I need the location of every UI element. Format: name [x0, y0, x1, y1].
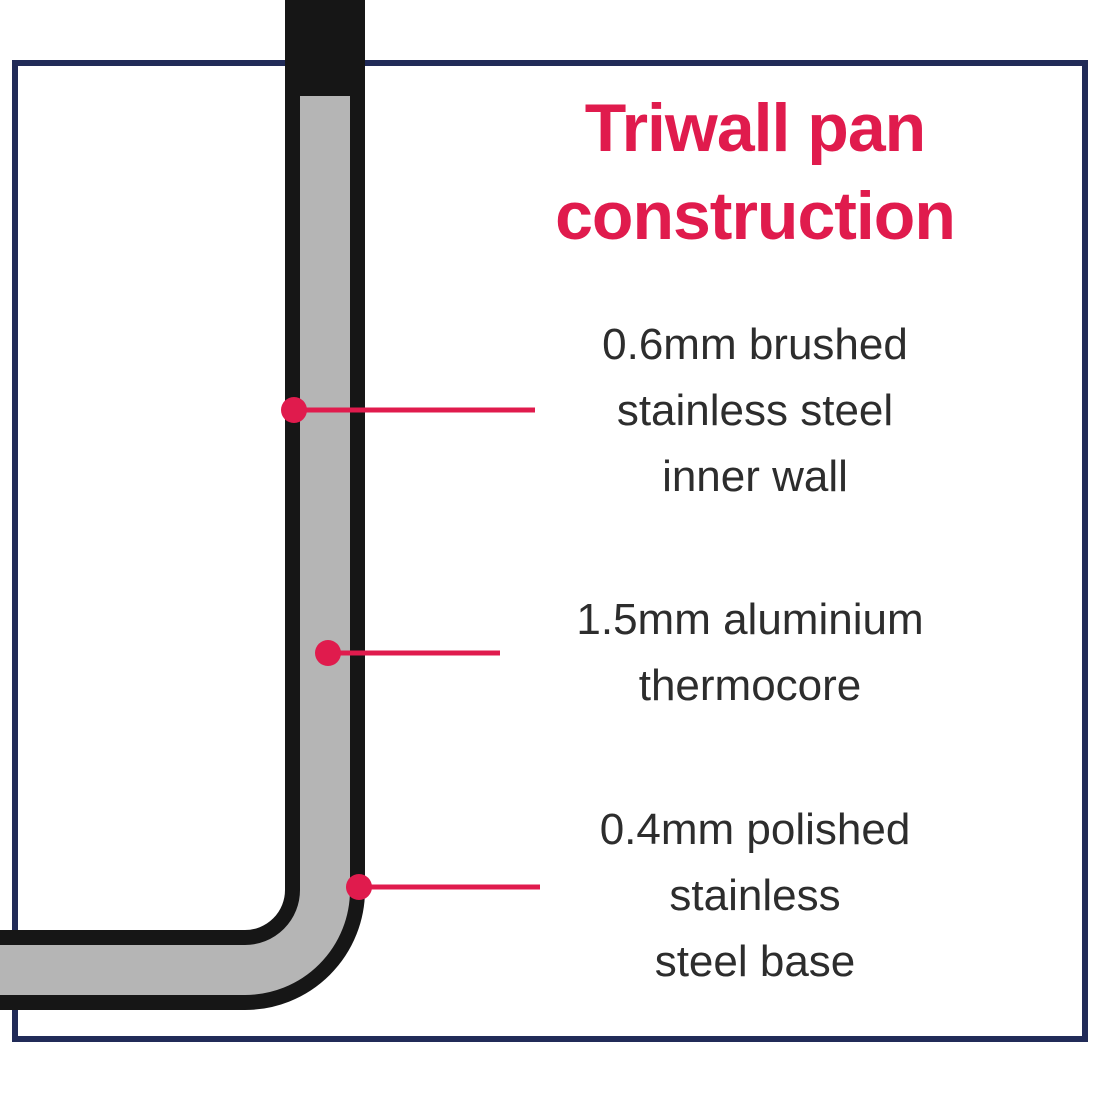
marker-dot-base	[346, 874, 372, 900]
label-line: inner wall	[662, 452, 848, 501]
label-thermocore: 1.5mm aluminium thermocore	[500, 587, 1000, 719]
label-line: stainless steel	[616, 386, 894, 435]
label-inner-wall: 0.6mm brushed stainless steel inner wall	[510, 312, 1000, 510]
title-line-2: construction	[555, 178, 956, 254]
diagram-title: Triwall pan construction	[460, 84, 1050, 260]
label-line: 0.4mm polished	[599, 805, 911, 854]
marker-dot-thermocore	[315, 640, 341, 666]
label-line: steel base	[654, 937, 856, 986]
frame-border	[12, 60, 1088, 1042]
label-line: stainless	[669, 871, 841, 920]
marker-dot-inner-wall	[281, 397, 307, 423]
label-line: 0.6mm brushed	[602, 320, 908, 369]
label-base: 0.4mm polished stainless steel base	[510, 797, 1000, 995]
label-line: thermocore	[638, 661, 862, 710]
pan-aluminium-core	[0, 96, 350, 995]
title-line-1: Triwall pan	[584, 90, 926, 166]
label-line: 1.5mm aluminium	[576, 595, 924, 644]
pan-outer-steel-walls	[0, 0, 365, 1010]
